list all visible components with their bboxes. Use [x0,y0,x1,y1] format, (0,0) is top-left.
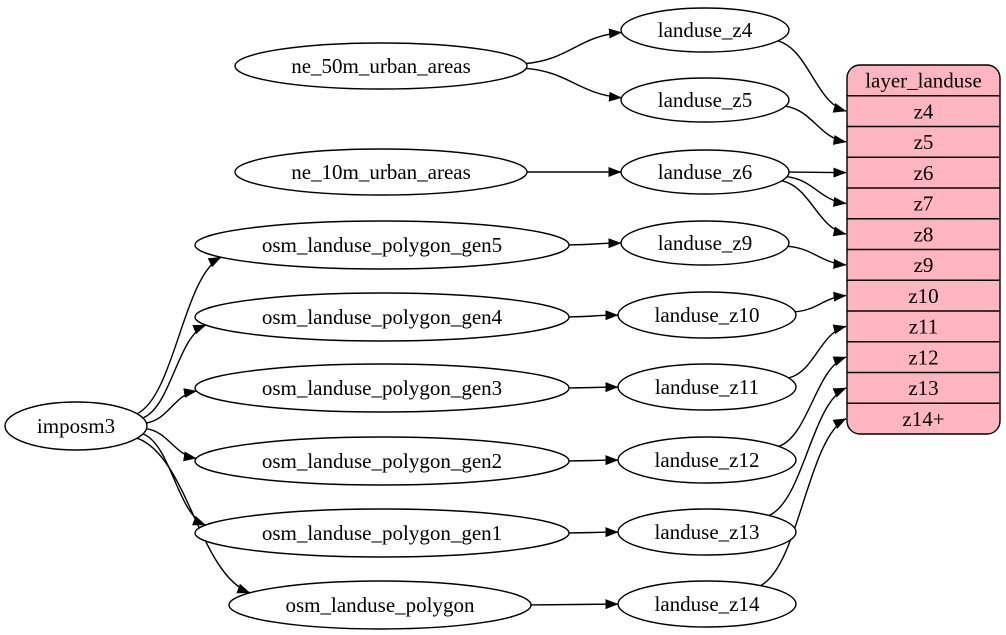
node-label: osm_landuse_polygon [286,593,475,617]
edge-landuse_z6-to-z6 [788,167,847,178]
node-landuse_z12: landuse_z12 [617,436,797,484]
edge-layer [136,28,847,610]
node-ne_50m_urban_areas: ne_50m_urban_areas [234,42,528,90]
edge-landuse_z12-to-z12 [778,356,847,448]
edge-landuse_z14-to-z14+ [760,417,847,587]
node-label: landuse_z10 [655,303,760,327]
node-landuse_z10: landuse_z10 [617,291,797,339]
table-row-z4: z4 [914,99,934,123]
table-row-z7: z7 [914,192,934,216]
edge-imposm3-to-osm_landuse_polygon [136,437,251,594]
table-row-z13: z13 [908,376,938,400]
node-ellipse [617,291,797,339]
table-row-z14+: z14+ [902,407,944,431]
edge-imposm3-to-osm_landuse_polygon_gen3 [146,388,197,424]
node-ellipse [620,220,790,266]
node-ellipse [4,401,148,451]
edge-osm_landuse_polygon_gen1-to-landuse_z13 [568,527,619,538]
node-label: landuse_z6 [658,160,752,184]
node-ellipse [194,508,570,558]
node-landuse_z6: landuse_z6 [620,149,790,195]
table-header: layer_landuse [865,69,982,93]
node-osm_landuse_polygon_gen3: osm_landuse_polygon_gen3 [194,363,570,413]
edge-landuse_z6-to-z8 [781,180,847,237]
node-ellipse [617,508,797,556]
node-ellipse [617,363,797,411]
node-osm_landuse_polygon: osm_landuse_polygon [228,580,532,630]
edge-landuse_z5-to-z5 [785,105,847,145]
table-row-z10: z10 [908,284,938,308]
node-label: osm_landuse_polygon_gen2 [262,449,502,473]
edge-osm_landuse_polygon_gen2-to-landuse_z12 [568,455,619,466]
node-landuse_z14: landuse_z14 [617,580,797,628]
node-ellipse [194,292,570,342]
edge-landuse_z6-to-z7 [786,176,847,207]
node-label: landuse_z14 [655,592,760,616]
node-osm_landuse_polygon_gen2: osm_landuse_polygon_gen2 [194,436,570,486]
node-label: osm_landuse_polygon_gen3 [262,376,502,400]
edge-ne_50m_urban_areas-to-landuse_z5 [526,67,622,102]
node-label: landuse_z4 [658,18,753,42]
node-ne_10m_urban_areas: ne_10m_urban_areas [234,148,528,196]
node-ellipse [194,220,570,270]
node-ellipse [228,580,532,630]
node-ellipse [234,148,528,196]
node-label: ne_50m_urban_areas [291,54,471,78]
node-label: osm_landuse_polygon_gen4 [262,305,503,329]
table-row-z9: z9 [914,253,934,277]
edge-landuse_z10-to-z10 [795,291,847,313]
node-landuse_z9: landuse_z9 [620,220,790,266]
edge-imposm3-to-osm_landuse_polygon_gen4 [142,324,207,419]
table-node-layer_landuse: layer_landuse z4 z5 z6 z7 z8 z9 z10 z11 z12 z13 z14… [846,64,1001,435]
node-label: landuse_z11 [655,375,759,399]
node-label: osm_landuse_polygon_gen1 [262,521,502,545]
node-osm_landuse_polygon_gen1: osm_landuse_polygon_gen1 [194,508,570,558]
node-osm_landuse_polygon_gen4: osm_landuse_polygon_gen4 [194,292,570,342]
edge-osm_landuse_polygon_gen4-to-landuse_z10 [568,310,619,321]
node-ellipse [194,363,570,413]
edge-imposm3-to-osm_landuse_polygon_gen5 [136,256,222,415]
table-row-z8: z8 [914,222,934,246]
table-row-z12: z12 [908,345,938,369]
node-label: landuse_z13 [655,520,760,544]
node-ellipse [617,436,797,484]
edge-landuse_z11-to-z11 [788,324,847,379]
node-label: landuse_z9 [658,231,752,255]
node-ellipse [620,77,790,123]
node-imposm3: imposm3 [4,401,148,451]
edge-imposm3-to-osm_landuse_polygon_gen2 [146,428,197,462]
node-ellipse [620,7,790,53]
edge-imposm3-to-osm_landuse_polygon_gen1 [142,433,206,526]
edge-landuse_z13-to-z13 [768,387,847,517]
edge-osm_landuse_polygon_gen3-to-landuse_z11 [568,382,619,393]
edge-ne_50m_urban_areas-to-landuse_z4 [526,28,622,65]
node-landuse_z5: landuse_z5 [620,77,790,123]
node-label: ne_10m_urban_areas [291,160,471,184]
node-osm_landuse_polygon_gen5: osm_landuse_polygon_gen5 [194,220,570,270]
node-label: osm_landuse_polygon_gen5 [262,233,502,257]
node-ellipse [617,580,797,628]
edge-landuse_z4-to-z4 [777,40,847,113]
node-ellipse [620,149,790,195]
node-label: landuse_z5 [658,88,752,112]
node-label: imposm3 [37,414,115,438]
table-row-z5: z5 [914,130,934,154]
node-label: landuse_z12 [655,448,760,472]
table-row-z11: z11 [909,315,939,339]
node-ellipse [234,42,528,90]
edge-osm_landuse_polygon_gen5-to-landuse_z9 [568,238,622,249]
node-landuse_z4: landuse_z4 [620,7,790,53]
table-row-z6: z6 [914,161,934,185]
node-landuse_z13: landuse_z13 [617,508,797,556]
node-layer: imposm3 ne_50m_urban_areas ne_10m_urban_ar… [4,7,797,630]
edge-landuse_z9-to-z9 [787,245,847,269]
node-landuse_z11: landuse_z11 [617,363,797,411]
edge-osm_landuse_polygon-to-landuse_z14 [530,599,619,610]
node-ellipse [194,436,570,486]
